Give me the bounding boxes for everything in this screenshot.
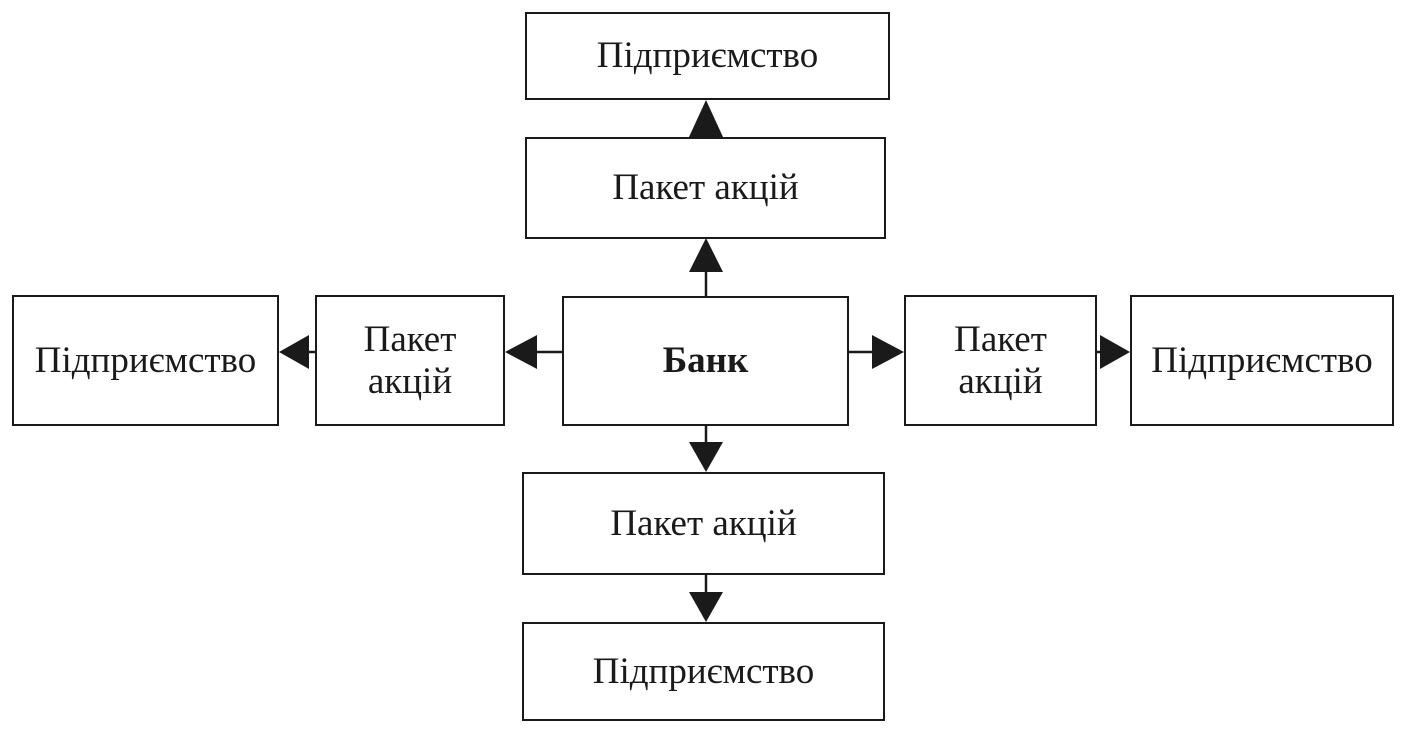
bottom-shares-box: Пакет акцій [522,472,885,575]
left-enterprise-label: Підприємство [34,339,257,381]
left-shares-box: Пакет акцій [315,295,505,426]
top-shares-label: Пакет акцій [612,167,799,209]
bank-box: Банк [562,296,849,426]
arrowhead-left-icon [505,335,537,369]
bottom-enterprise-label: Підприємство [592,650,815,692]
right-shares-label-line1: Пакет [954,319,1047,361]
bottom-enterprise-box: Підприємство [522,622,885,721]
left-shares-label-line1: Пакет [363,319,457,361]
arrowhead-right-icon [872,335,904,369]
bank-label: Банк [662,340,749,382]
right-enterprise-label: Підприємство [1151,339,1373,381]
arrowhead-up-icon [689,238,723,272]
left-enterprise-box: Підприємство [12,295,279,426]
left-shares-label-line2: акцій [367,360,453,402]
arrowhead-left-icon [279,335,309,369]
top-enterprise-label: Підприємство [596,35,819,77]
top-shares-box: Пакет акцій [525,137,886,239]
right-shares-label-line2: акцій [958,360,1043,402]
arrowhead-down-icon [689,442,723,472]
bottom-shares-label: Пакет акцій [610,502,797,544]
right-shares-box: Пакет акцій [904,295,1097,426]
arrowhead-down-icon [689,592,723,622]
arrowhead-up-icon [689,100,723,137]
right-enterprise-box: Підприємство [1130,295,1394,426]
top-enterprise-box: Підприємство [525,12,890,100]
arrowhead-right-icon [1100,335,1130,369]
